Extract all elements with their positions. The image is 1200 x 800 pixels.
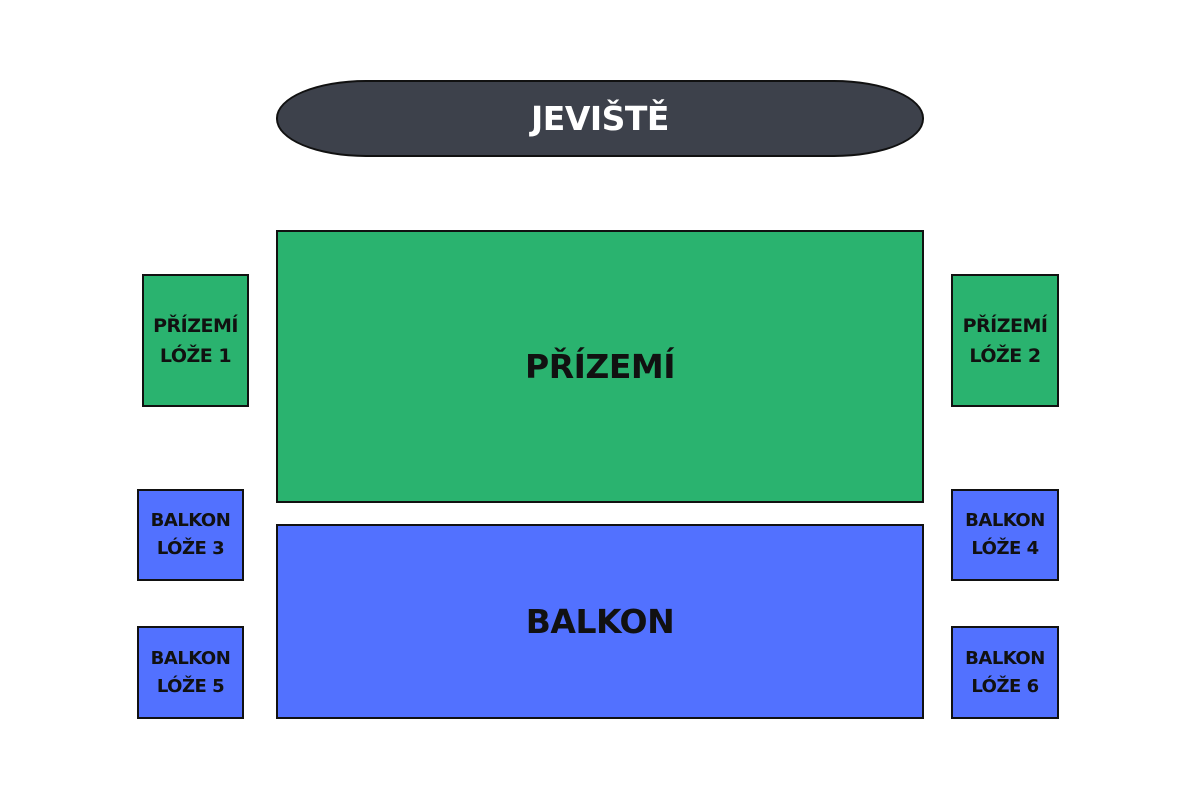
box-label-line1: PŘÍZEMÍ [962,314,1048,337]
section-prizemi-label: PŘÍZEMÍ [525,347,675,386]
box-loze-2[interactable]: PŘÍZEMÍ LÓŽE 2 [951,274,1059,407]
box-label-line1: BALKON [150,510,231,531]
box-label-line1: BALKON [965,510,1045,531]
stage: JEVIŠTĚ [276,80,924,157]
stage-label: JEVIŠTĚ [531,99,669,138]
box-label-line2: LÓŽE 1 [159,344,232,367]
box-label-line2: LÓŽE 2 [969,344,1041,367]
box-label-line1: BALKON [150,647,231,669]
box-label-line2: LÓŽE 5 [156,675,225,697]
box-label-line2: LÓŽE 4 [971,538,1039,559]
box-loze-5[interactable]: BALKON LÓŽE 5 [137,626,244,719]
section-balkon-label: BALKON [525,602,675,641]
box-loze-6[interactable]: BALKON LÓŽE 6 [951,626,1059,719]
box-label-line2: LÓŽE 3 [156,538,225,559]
box-loze-1[interactable]: PŘÍZEMÍ LÓŽE 1 [142,274,249,407]
section-prizemi[interactable]: PŘÍZEMÍ [276,230,924,503]
box-label-line1: BALKON [965,647,1045,669]
box-loze-3[interactable]: BALKON LÓŽE 3 [137,489,244,581]
box-label-line2: LÓŽE 6 [971,675,1039,697]
box-loze-4[interactable]: BALKON LÓŽE 4 [951,489,1059,581]
section-balkon[interactable]: BALKON [276,524,924,719]
box-label-line1: PŘÍZEMÍ [153,314,238,337]
